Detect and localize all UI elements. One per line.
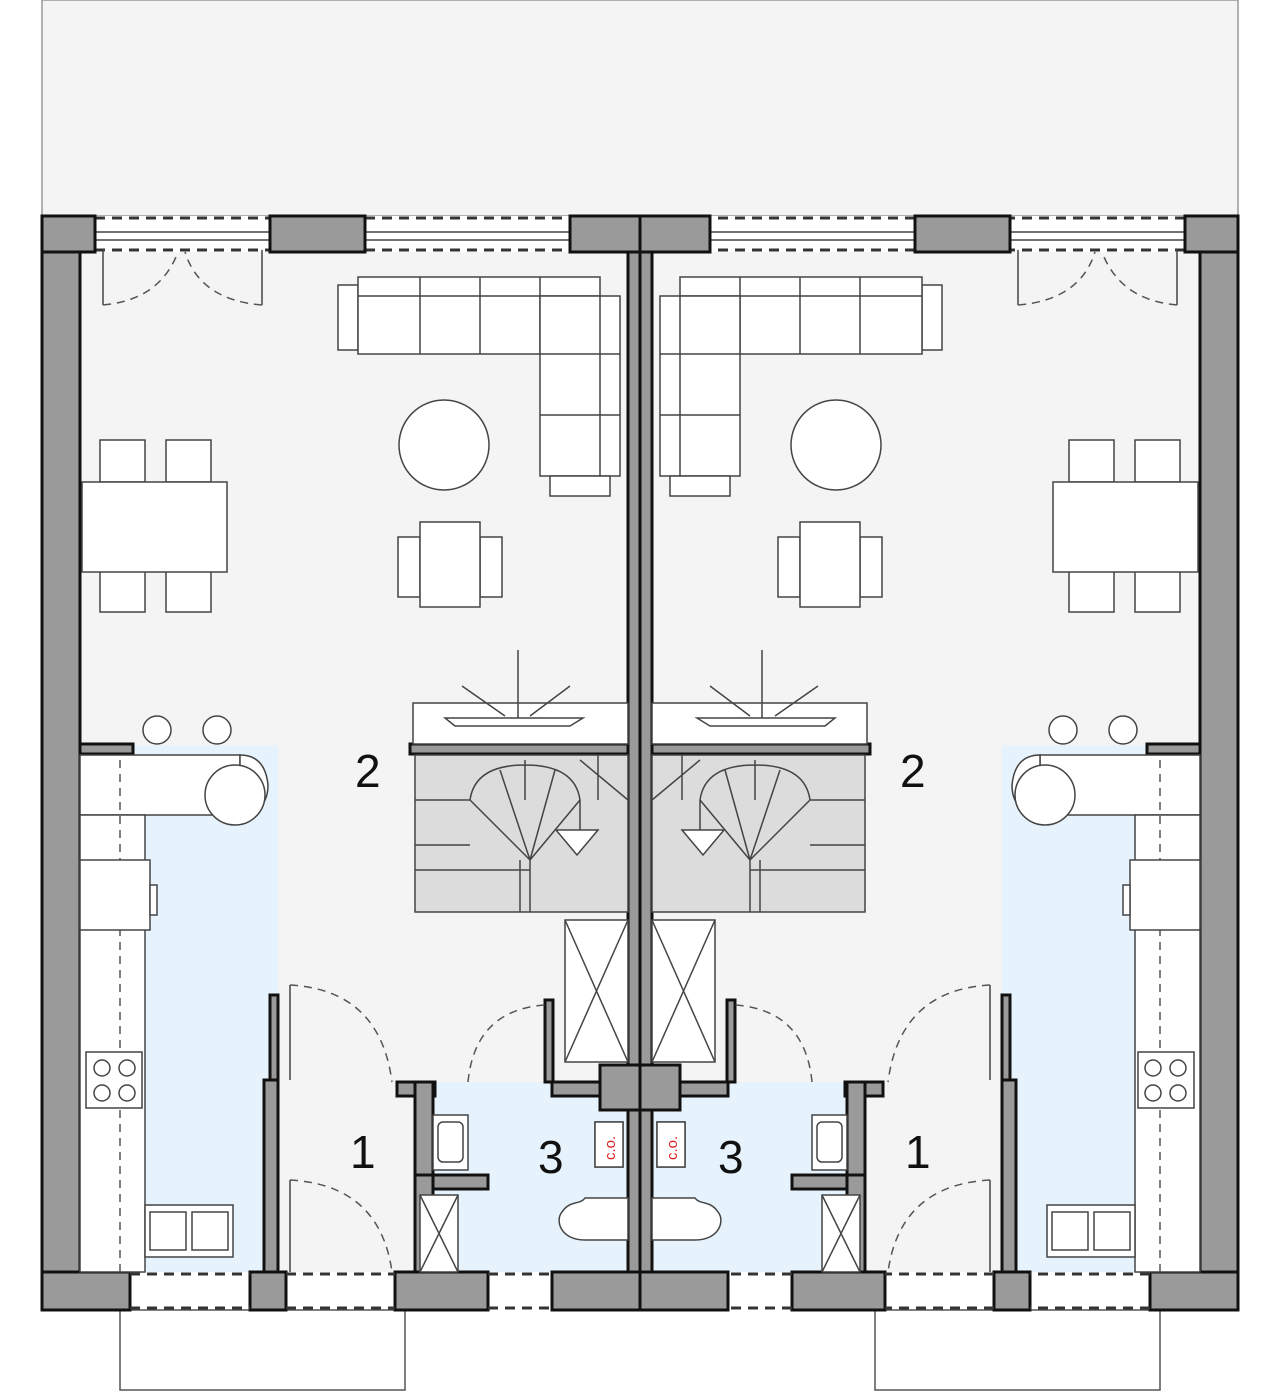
unit-left xyxy=(40,214,642,1312)
terrace xyxy=(41,0,1239,217)
room-number-hall: 1 xyxy=(350,1126,376,1178)
room-number-bathroom: 3 xyxy=(538,1131,564,1183)
boiler-label-right: c.o. xyxy=(664,1136,681,1160)
room-number-living-right: 2 xyxy=(900,745,926,797)
boiler-label-left: c.o. xyxy=(602,1136,619,1160)
outer-wall xyxy=(40,214,82,1312)
room-number-hall-right: 1 xyxy=(905,1126,931,1178)
porch-right xyxy=(874,1309,1161,1391)
porch-left xyxy=(119,1309,406,1391)
room-number-living: 2 xyxy=(355,745,381,797)
room-number-bathroom-right: 3 xyxy=(718,1131,744,1183)
